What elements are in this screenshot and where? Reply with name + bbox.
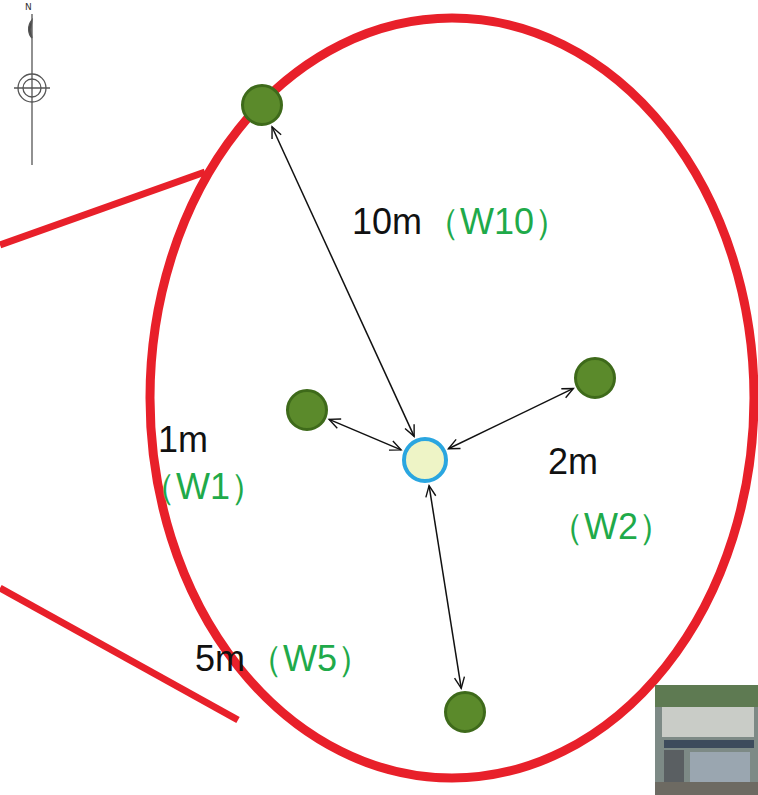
well-name: （W2）: [548, 505, 674, 548]
circle-outline: [241, 84, 283, 126]
distance-label: 10m: [352, 200, 422, 243]
distance-arrow: [448, 388, 573, 448]
circle-outline: [402, 437, 448, 483]
circle-outline: [444, 691, 486, 733]
callout-line: [0, 172, 205, 245]
center-point: [402, 437, 448, 483]
north-label: N: [25, 2, 32, 13]
distance-label: 5m: [195, 637, 245, 680]
distance-arrow: [329, 419, 401, 449]
distance-label: 1m: [158, 418, 208, 461]
well-name: （W1）: [140, 465, 266, 508]
circle-outline: [286, 389, 328, 431]
circle-outline: [574, 357, 616, 399]
well-name: （W10）: [424, 200, 570, 243]
well-marker: [574, 357, 616, 399]
photo-thumbnail: [655, 685, 758, 795]
zoom-circle: [150, 18, 754, 778]
well-name: （W5）: [247, 637, 373, 680]
distance-label: 2m: [548, 440, 598, 483]
distance-arrow: [429, 486, 461, 689]
north-arrow: [14, 14, 50, 165]
well-marker: [444, 691, 486, 733]
distance-arrow: [272, 127, 414, 437]
well-marker: [241, 84, 283, 126]
well-marker: [286, 389, 328, 431]
